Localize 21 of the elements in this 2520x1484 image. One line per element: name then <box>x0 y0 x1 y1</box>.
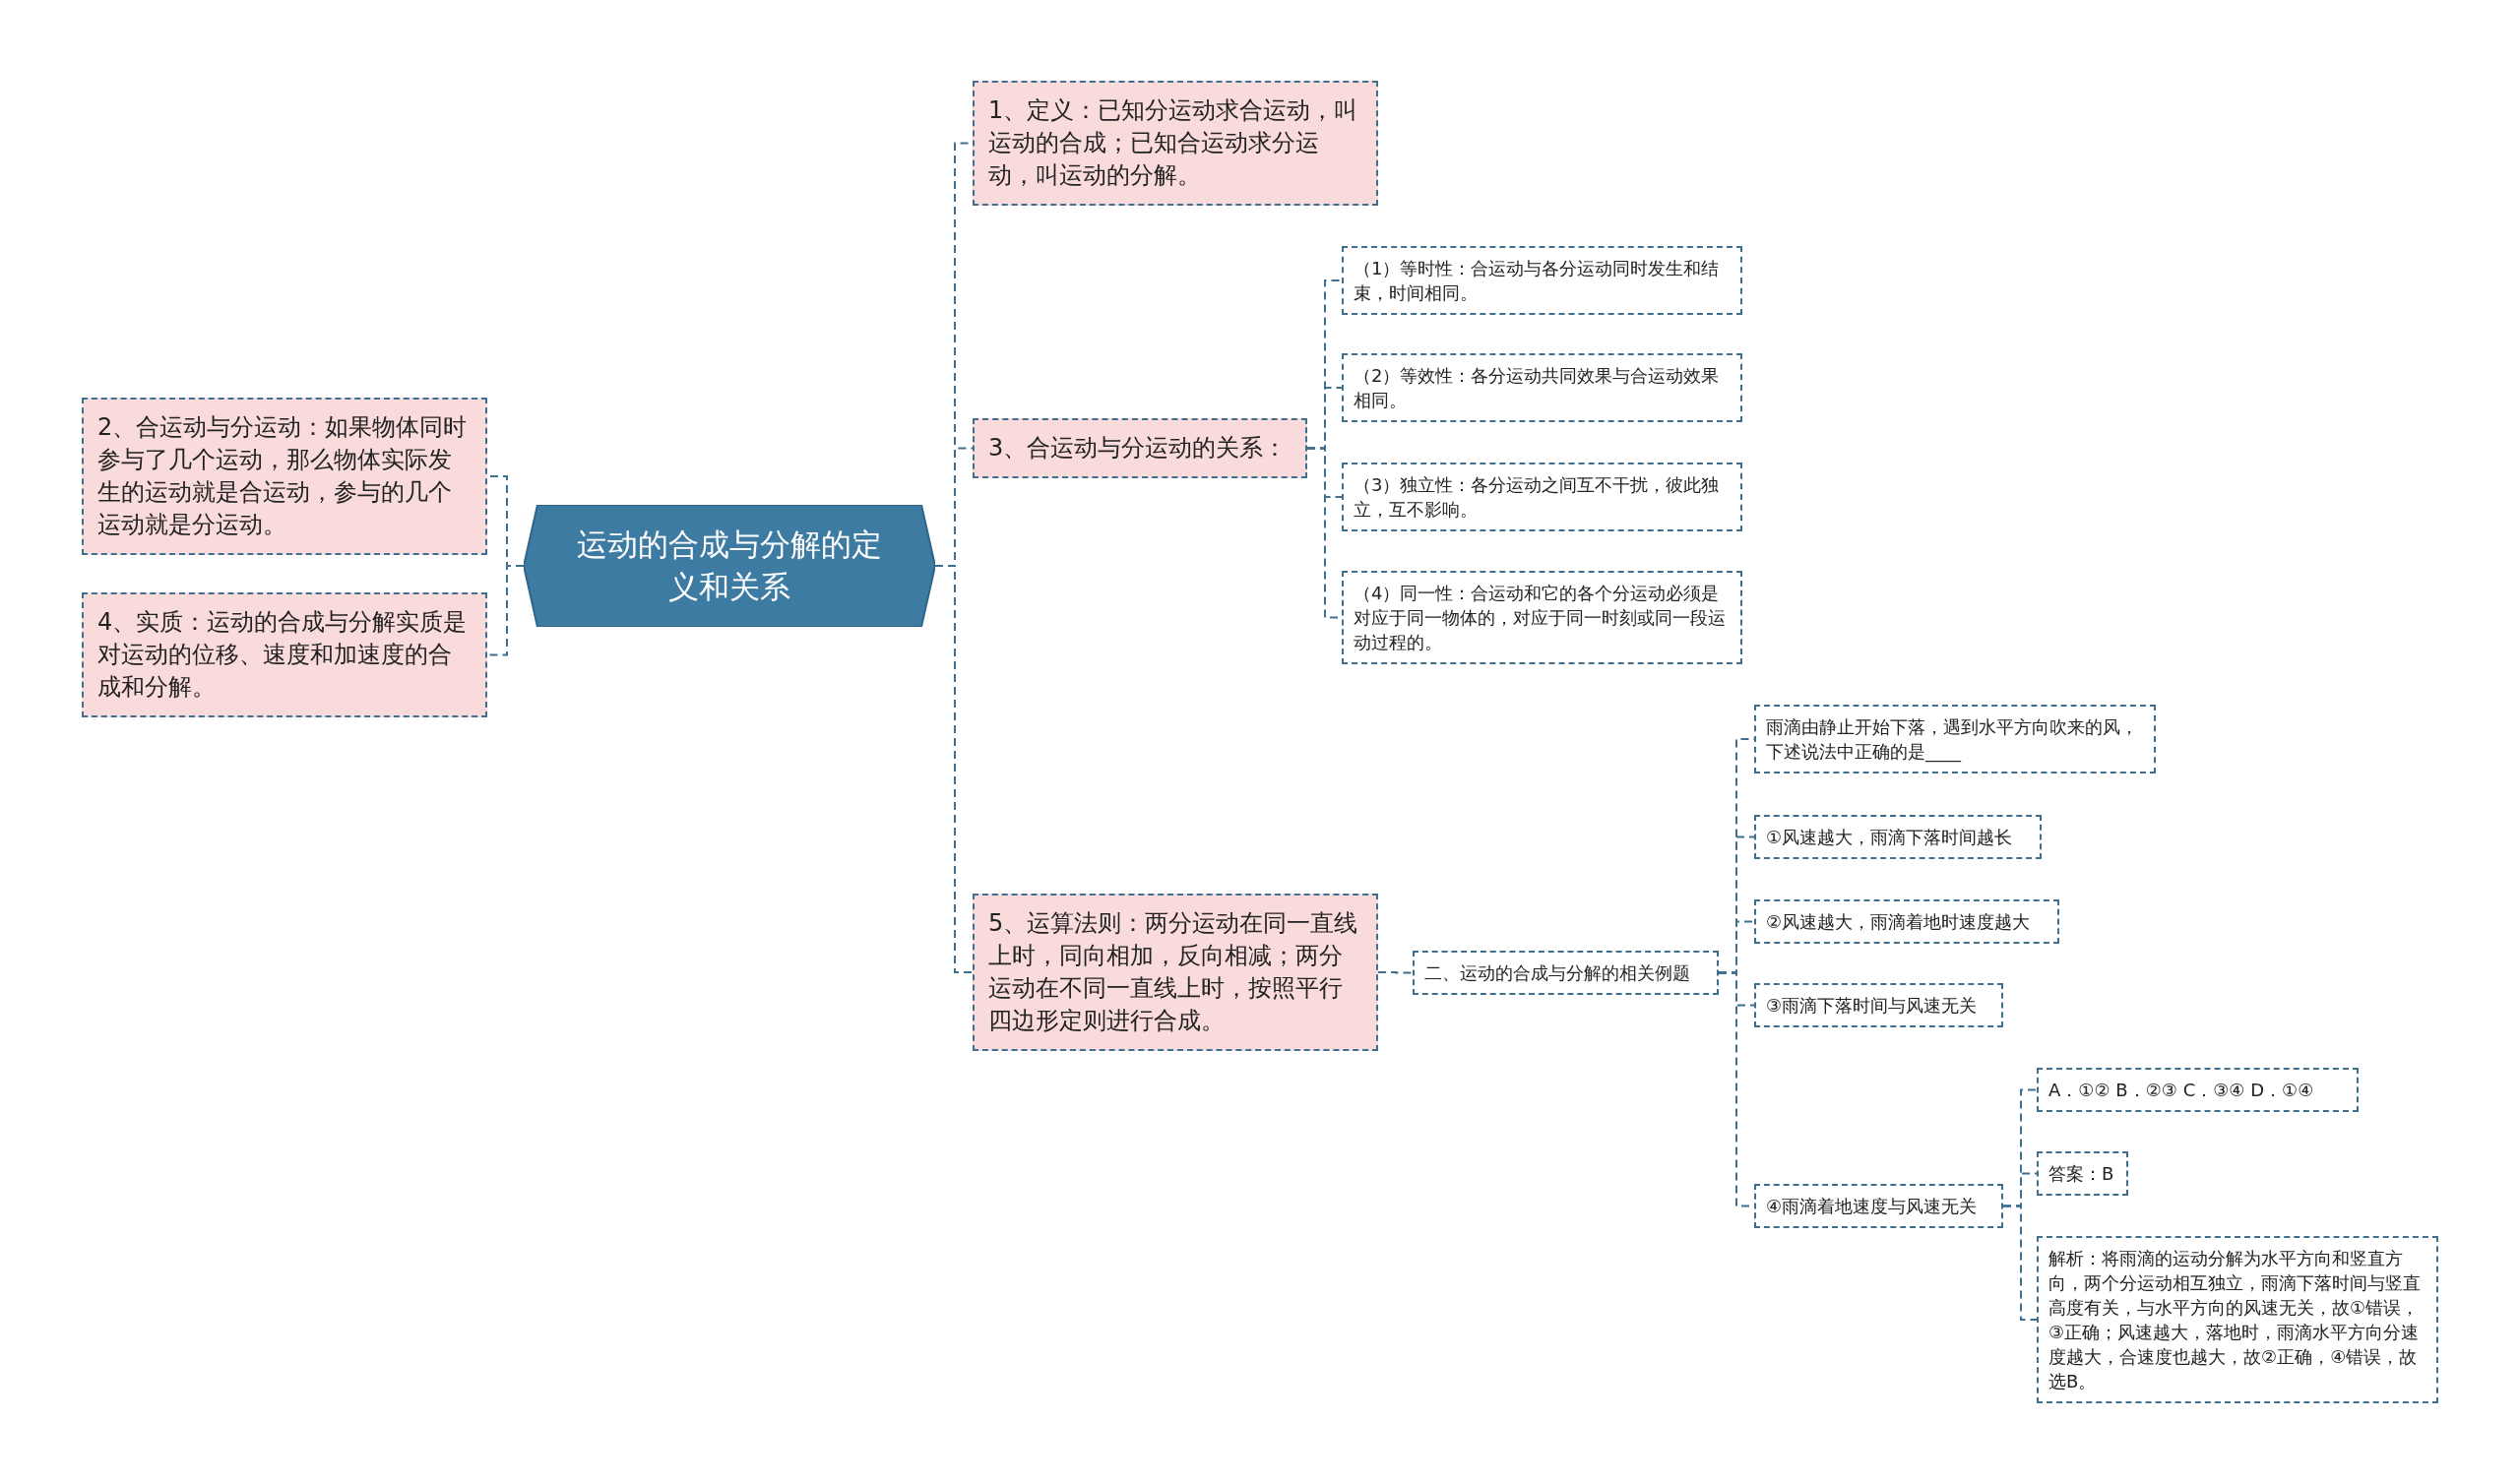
subtopic-box: （2）等效性：各分运动共同效果与合运动效果相同。 <box>1342 353 1742 422</box>
subtopic-box: 二、运动的合成与分解的相关例题 <box>1413 950 1719 995</box>
topic-box: 1、定义：已知分运动求合运动，叫运动的合成；已知合运动求分运动，叫运动的分解。 <box>973 80 1378 206</box>
connector-line <box>1377 971 1414 974</box>
subtopic-box: A．①② B．②③ C．③④ D．①④ <box>2037 1067 2359 1112</box>
topic-box: 4、实质：运动的合成与分解实质是对运动的位移、速度和加速度的合成和分解。 <box>82 591 487 717</box>
subtopic-box: ③雨滴下落时间与风速无关 <box>1754 982 2003 1027</box>
subtopic-box: ④雨滴着地速度与风速无关 <box>1754 1183 2003 1228</box>
subtopic-box: 雨滴由静止开始下落，遇到水平方向吹来的风，下述说法中正确的是____ <box>1754 705 2156 773</box>
topic-box: 3、合运动与分运动的关系： <box>973 417 1307 478</box>
central-topic-hexagon: 运动的合成与分解的定义和关系 <box>524 505 935 627</box>
topic-box: 5、运算法则：两分运动在同一直线上时，同向相加，反向相减；两分运动在不同一直线上时，按照平行四边形定则进行合成。 <box>973 894 1378 1051</box>
subtopic-box: （3）独立性：各分运动之间互不干扰，彼此独立，互不影响。 <box>1342 463 1742 531</box>
connector-line <box>2002 1205 2038 1321</box>
topic-box: 2、合运动与分运动：如果物体同时参与了几个运动，那么物体实际发生的运动就是合运动，参与的几个运动就是分运动。 <box>82 398 487 555</box>
subtopic-box: 答案：B <box>2037 1150 2128 1196</box>
subtopic-box: ②风速越大，雨滴着地时速度越大 <box>1754 898 2059 944</box>
subtopic-box: ①风速越大，雨滴下落时间越长 <box>1754 814 2042 859</box>
subtopic-box: （4）同一性：合运动和它的各个分运动必须是对应于同一物体的，对应于同一时刻或同一段运动过程的。 <box>1342 570 1742 664</box>
subtopic-box: （1）等时性：合运动与各分运动同时发生和结束，时间相同。 <box>1342 246 1742 315</box>
subtopic-box: 解析：将雨滴的运动分解为水平方向和竖直方向，两个分运动相互独立，雨滴下落时间与竖直高度有关，与水平方向的风速无关，故①错误，③正确；风速越大，落地时，雨滴水平方向分速度越大，合速度也越大，故②正确，④错误，故选B。 <box>2037 1236 2438 1403</box>
